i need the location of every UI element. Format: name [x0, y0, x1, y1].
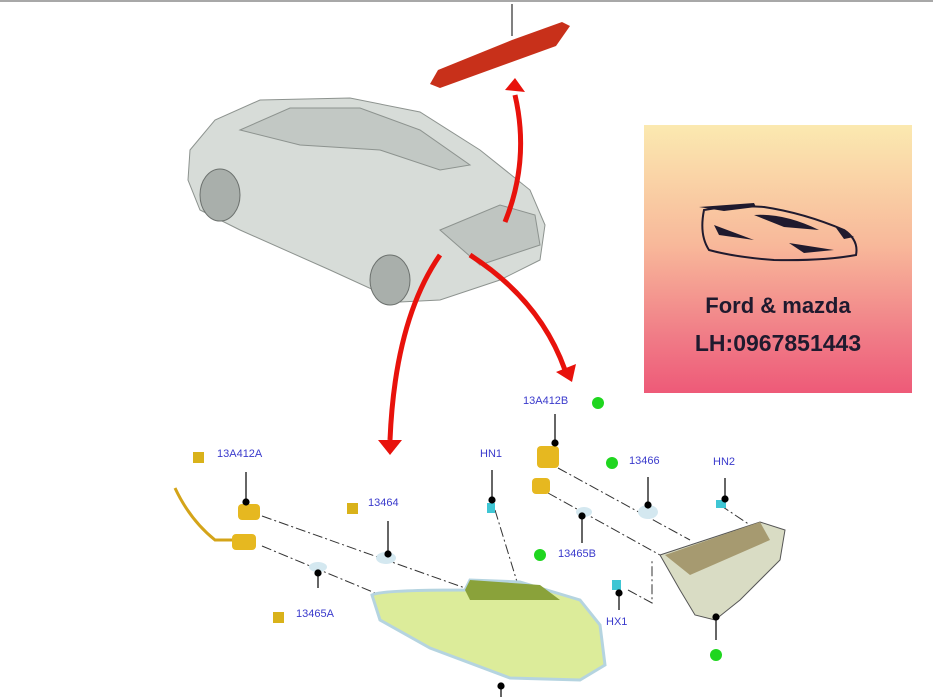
leader-lines	[242, 414, 729, 697]
markers	[193, 397, 722, 661]
label-hx1: HX1	[606, 616, 627, 628]
bulb-socket	[238, 504, 260, 520]
arrow-to-left-lamp	[387, 253, 443, 441]
arrow-to-brake-light	[502, 94, 524, 223]
ad-phone-text: LH:0967851443	[694, 330, 862, 356]
label-13465a: 13465A	[296, 608, 335, 620]
clip	[716, 500, 726, 508]
label-hn1: HN1	[480, 448, 502, 460]
bulb	[638, 505, 658, 519]
wiring-harness	[173, 487, 240, 542]
lamp-housing	[465, 580, 560, 600]
marker-square	[193, 452, 204, 463]
label-13a412b: 13A412B	[523, 395, 568, 407]
label-13a412a: 13A412A	[217, 448, 263, 460]
arrow-to-right-lamp	[468, 252, 568, 371]
label-hn2: HN2	[713, 456, 735, 468]
clip	[487, 503, 495, 513]
ad-brand-text: Ford & mazda	[705, 293, 851, 318]
marker-dot	[606, 457, 618, 469]
marker-dot	[710, 649, 722, 661]
label-13464: 13464	[368, 497, 399, 509]
ad-banner: Ford & mazda LH:0967851443	[644, 125, 912, 393]
label-13465b: 13465B	[558, 548, 596, 560]
marker-square	[273, 612, 284, 623]
marker-dot	[592, 397, 604, 409]
label-13466: 13466	[629, 455, 660, 467]
bulb-socket	[537, 446, 559, 468]
arrows	[387, 94, 568, 441]
car-illustration	[187, 97, 546, 306]
marker-square	[347, 503, 358, 514]
arrowhead	[556, 364, 576, 382]
lamp-housing	[665, 522, 770, 575]
left-tail-lamp	[370, 578, 607, 682]
top-divider	[0, 0, 933, 2]
clip	[612, 580, 621, 590]
bulb-socket	[232, 534, 256, 550]
high-mount-brake-light	[430, 22, 570, 88]
arrowhead	[378, 440, 402, 455]
sports-car-logo-icon	[699, 203, 858, 262]
arrowhead	[505, 78, 525, 92]
marker-dot	[534, 549, 546, 561]
bulb-socket	[532, 478, 550, 494]
bulb	[309, 562, 327, 572]
